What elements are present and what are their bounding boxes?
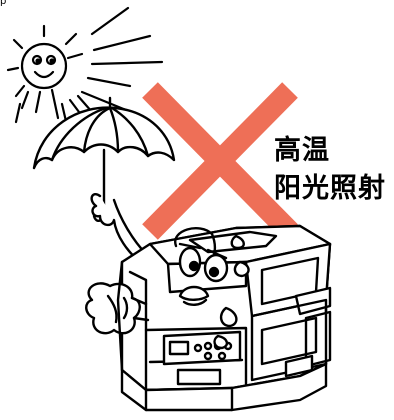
printer-icon — [85, 192, 332, 412]
umbrella-icon — [32, 96, 176, 222]
warning-line-high-temperature: 高温 — [274, 135, 330, 166]
warning-caption: 高温 阳光照射 — [274, 132, 394, 208]
prohibited-cross-icon — [142, 82, 298, 240]
sun-icon — [6, 6, 164, 132]
warning-line-sunlight: 阳光照射 — [274, 173, 386, 204]
corner-text-fragment: p — [0, 0, 7, 7]
